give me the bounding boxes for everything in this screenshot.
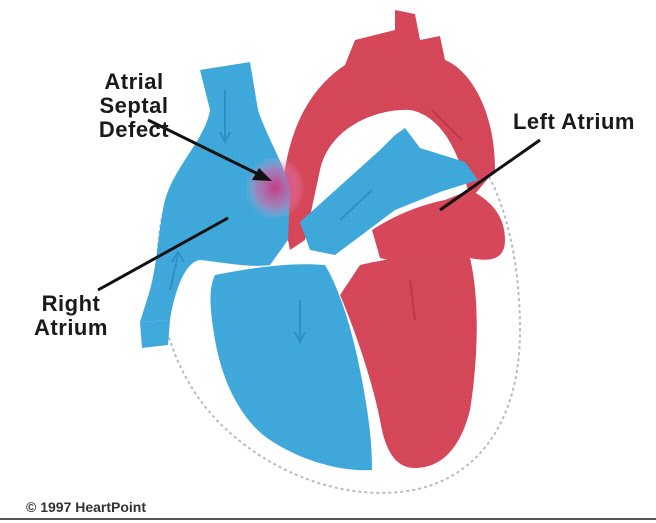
right-atrium-label: Right Atrium: [6, 292, 136, 340]
la-label-line-1: Left Atrium: [498, 110, 650, 134]
copyright-notice: © 1997 HeartPoint: [26, 499, 146, 515]
ra-label-line-2: Atrium: [6, 316, 136, 340]
bottom-rule: [0, 518, 656, 520]
asd-label-line-3: Defect: [54, 118, 214, 142]
asd-label-line-1: Atrial: [54, 70, 214, 94]
inferior-vena-cava: [140, 320, 170, 348]
septal-defect-spot: [245, 156, 305, 220]
ra-label-line-1: Right: [6, 292, 136, 316]
left-atrium-label: Left Atrium: [498, 110, 650, 134]
asd-label-line-2: Septal: [54, 94, 214, 118]
atrial-septal-defect-label: Atrial Septal Defect: [54, 70, 214, 142]
